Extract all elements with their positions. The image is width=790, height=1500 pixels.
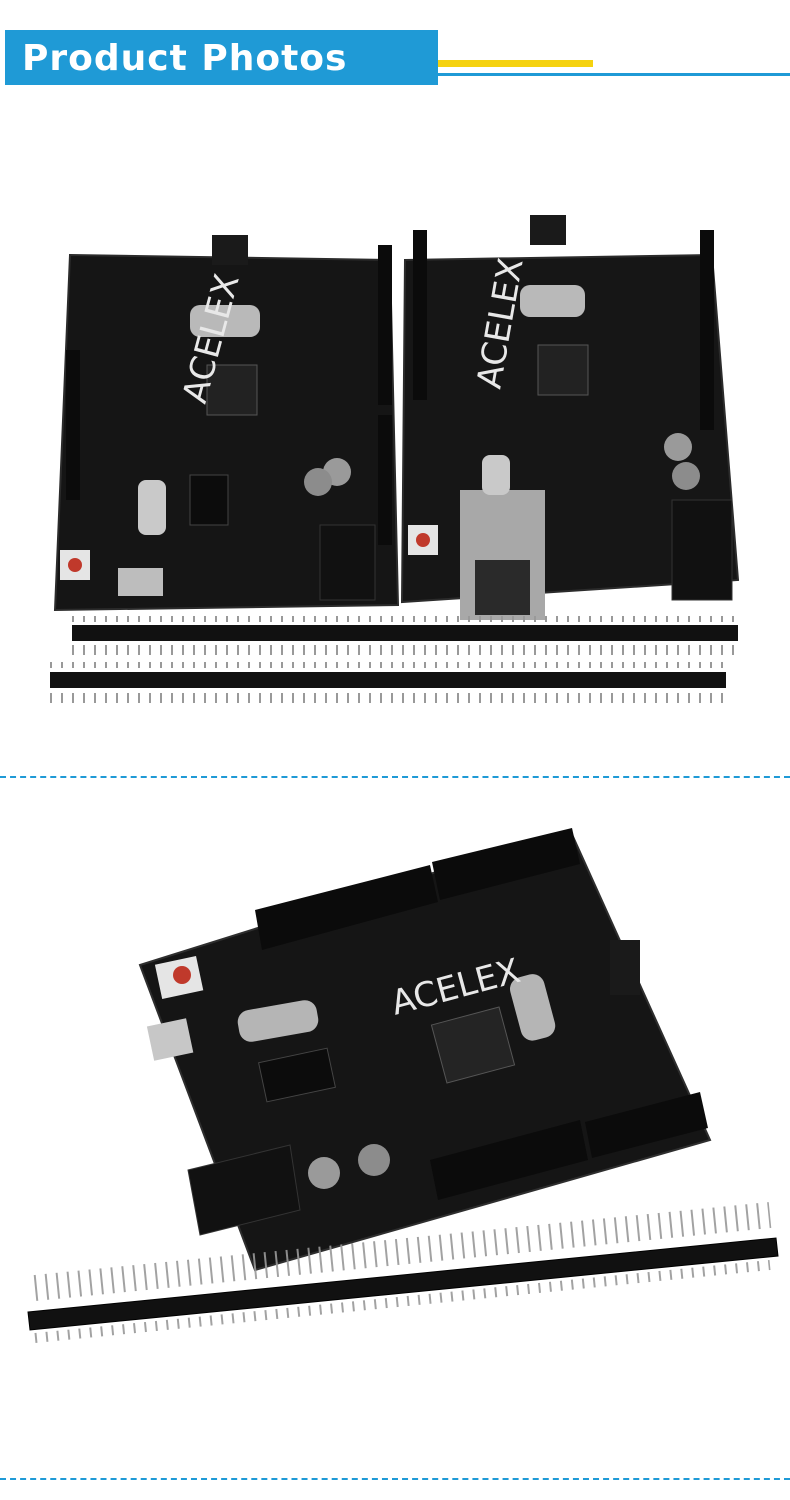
section-divider-1 (0, 776, 790, 778)
pin-header-strip-2 (50, 662, 726, 703)
product-photo-two-boards: ACELEX ACELEX (50, 215, 740, 703)
board-angled: ACELEX (138, 828, 712, 1272)
board-left: ACELEX (53, 235, 400, 612)
board-right: ACELEX (400, 215, 740, 620)
header-rule (438, 73, 790, 76)
section-header-tab (5, 30, 438, 85)
pin-header-strip-1 (72, 616, 738, 655)
section-title: Product Photos (22, 38, 348, 79)
section-divider-2 (0, 1478, 790, 1480)
pin-header-strip-3 (27, 1202, 779, 1343)
product-photo-single-board: ACELEX (27, 828, 779, 1343)
header-accent-bar (438, 60, 593, 67)
